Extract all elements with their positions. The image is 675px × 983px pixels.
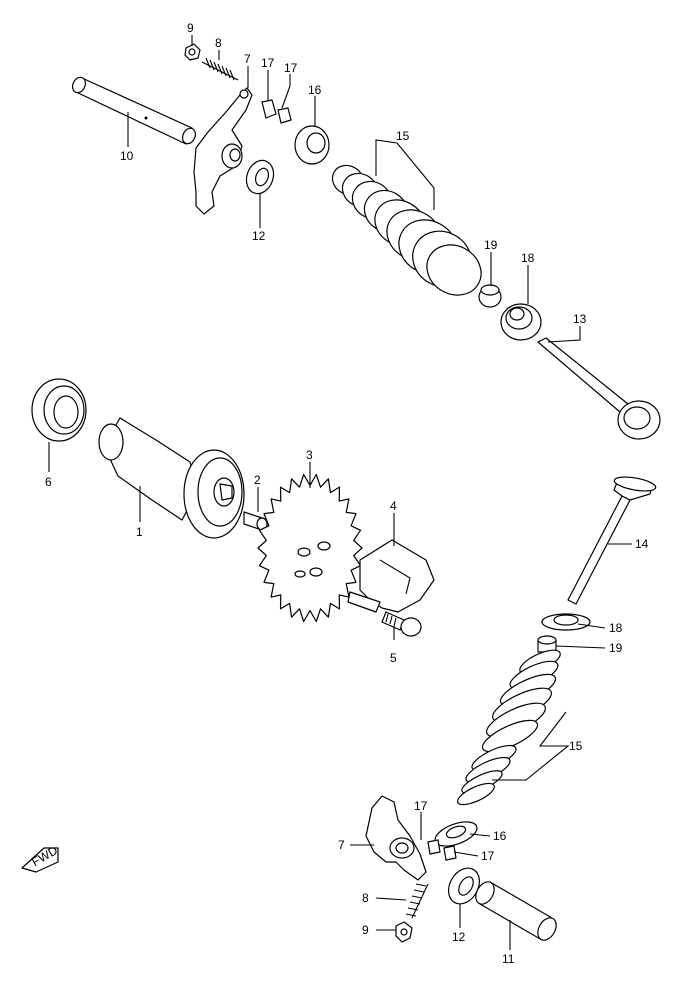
intake-valve-14 [567, 476, 657, 605]
callout-12-bot: 12 [452, 930, 466, 944]
callout-5: 5 [390, 651, 397, 665]
callout-8-bot: 8 [362, 891, 369, 905]
callout-15-top: 15 [396, 129, 410, 143]
rocker-shaft-10 [71, 76, 197, 145]
cotter-17-bot [427, 839, 457, 861]
rocker-arm-7-top [193, 87, 253, 215]
cam-sprocket-3 [257, 473, 363, 623]
callout-2: 2 [254, 473, 261, 487]
retainer-16-bot [434, 821, 478, 847]
washer-12-bot [447, 867, 481, 905]
callout-16-top: 16 [308, 83, 322, 97]
callout-1: 1 [136, 525, 143, 539]
valve-spring-15-top [331, 164, 482, 296]
callout-17-bot-b: 17 [481, 849, 495, 863]
exhaust-valve-13 [537, 337, 661, 440]
spring-seat-18-top [500, 303, 542, 341]
valve-stem-seal-19-bot [537, 635, 557, 653]
callout-9-bot: 9 [362, 923, 369, 937]
callout-17-top-b: 17 [284, 61, 298, 75]
valve-stem-seal-19-top [478, 284, 502, 308]
camshaft-1 [98, 417, 245, 539]
cotter-17-top [261, 99, 292, 124]
callout-3: 3 [306, 448, 313, 462]
spring-seat-18-bot [541, 613, 591, 631]
callout-6: 6 [45, 475, 52, 489]
callout-18-top: 18 [521, 251, 535, 265]
callout-11: 11 [502, 952, 515, 966]
callout-18-bot: 18 [609, 621, 623, 635]
lock-nut-9-top [184, 43, 201, 61]
washer-12-top [245, 159, 275, 195]
callout-4: 4 [390, 499, 397, 513]
callout-15-bot: 15 [569, 739, 583, 753]
fwd-arrow-icon: FWD [21, 843, 60, 873]
callout-8-top: 8 [215, 36, 222, 50]
adjusting-screw-8-top [201, 57, 239, 81]
callout-10: 10 [120, 149, 134, 163]
callout-7-bot: 7 [338, 838, 345, 852]
rocker-arm-7-bot [365, 795, 427, 881]
callout-17-top-a: 17 [261, 56, 275, 70]
callout-16-bot: 16 [493, 829, 507, 843]
lock-nut-9-bot [395, 921, 413, 943]
adjusting-screw-8-bot [405, 883, 429, 919]
callout-9-top: 9 [187, 21, 194, 35]
decomp-lever-4 [347, 539, 435, 613]
callout-13: 13 [573, 312, 587, 326]
callout-14: 14 [635, 537, 649, 551]
callout-12-top: 12 [252, 229, 266, 243]
callout-19-top: 19 [484, 238, 498, 252]
bolt-5 [381, 611, 422, 637]
dowel-pin-2 [243, 511, 268, 531]
valve-spring-15-bot [457, 649, 561, 806]
callout-17-bot-a: 17 [414, 799, 428, 813]
retainer-16-top [294, 125, 330, 165]
rocker-shaft-11 [475, 881, 557, 941]
callout-labels: 9 8 7 17 17 16 10 15 12 19 18 13 6 3 2 1… [45, 21, 649, 966]
leader-lines [48, 35, 632, 950]
bearing-6 [31, 378, 87, 442]
callout-19-bot: 19 [609, 641, 623, 655]
callout-7-top: 7 [244, 52, 251, 66]
